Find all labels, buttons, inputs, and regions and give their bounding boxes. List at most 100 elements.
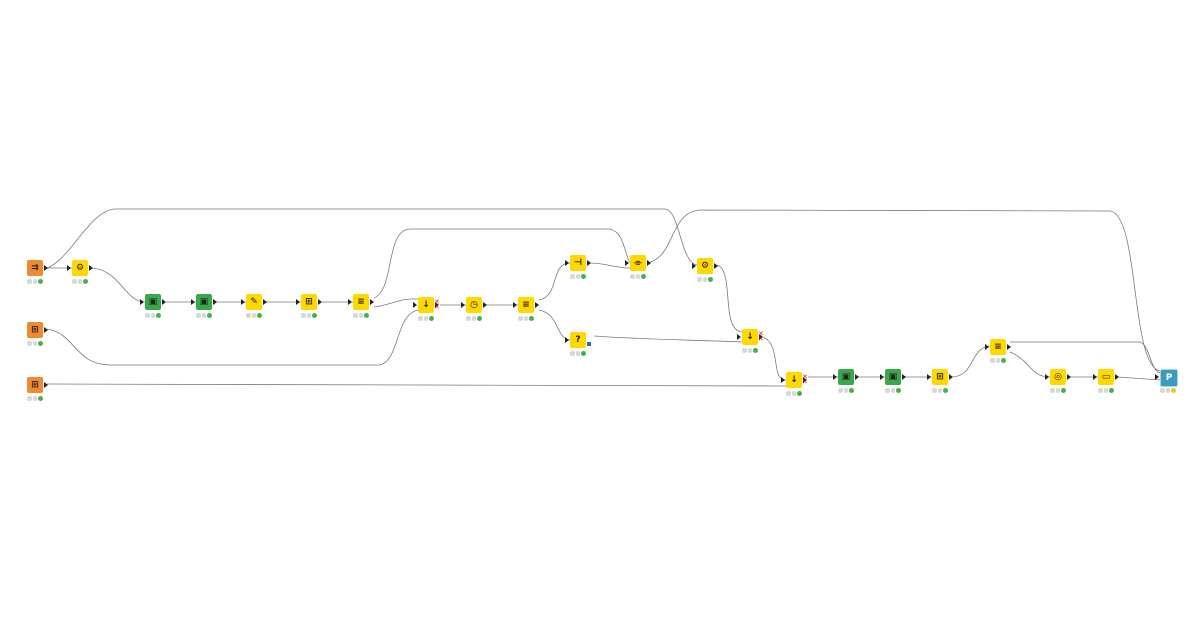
workflow-node[interactable]: ↓✕✕ [736, 329, 764, 367]
input-port[interactable] [833, 374, 837, 380]
input-port[interactable] [737, 334, 741, 340]
predictor-icon: ▣ [885, 369, 901, 385]
input-port[interactable] [348, 299, 352, 305]
output-port[interactable] [803, 377, 807, 383]
workflow-node[interactable]: ⊞ [926, 369, 954, 407]
input-port[interactable] [927, 374, 931, 380]
workflow-node[interactable]: ⊣ [564, 255, 592, 293]
status-light [937, 388, 942, 393]
workflow-node[interactable]: ▣ [139, 294, 167, 332]
workflow-node[interactable]: ✎ [240, 294, 268, 332]
row-filter-icon: ⌯ [630, 255, 646, 271]
timer-icon: ◷ [466, 297, 482, 313]
input-port[interactable] [1093, 374, 1097, 380]
node-status-traffic-light [1050, 388, 1066, 393]
input-port[interactable] [692, 263, 696, 269]
output-port[interactable] [1115, 374, 1119, 380]
flow-variable-port-icon[interactable] [587, 342, 591, 346]
output-port[interactable] [1067, 374, 1071, 380]
output-port[interactable] [902, 374, 906, 380]
workflow-node[interactable]: ▣ [832, 369, 860, 407]
workflow-node[interactable]: ≡ [347, 294, 375, 332]
input-port[interactable] [67, 265, 71, 271]
workflow-node[interactable]: ▣ [879, 369, 907, 407]
output-port[interactable] [370, 299, 374, 305]
input-port[interactable] [461, 302, 465, 308]
output-port[interactable] [483, 302, 487, 308]
output-port[interactable] [318, 299, 322, 305]
output-port[interactable] [587, 260, 591, 266]
wire [716, 264, 743, 333]
workflow-node[interactable]: ◎ [1044, 369, 1072, 407]
output-port[interactable] [89, 265, 93, 271]
node-icon-glyph: ▣ [148, 296, 158, 307]
input-port[interactable] [1045, 374, 1049, 380]
output-port[interactable] [535, 302, 539, 308]
node-icon-glyph: ▣ [199, 296, 209, 307]
status-light [1050, 388, 1055, 393]
output-port[interactable] [44, 265, 48, 271]
workflow-node[interactable]: ↓✕✕ [412, 297, 440, 335]
output-port[interactable] [759, 334, 763, 340]
status-light [797, 391, 802, 396]
output-port[interactable] [44, 327, 48, 333]
workflow-node[interactable]: ▭ [1092, 369, 1120, 407]
status-light [635, 274, 640, 279]
status-light [742, 348, 747, 353]
input-port[interactable] [985, 344, 989, 350]
output-port[interactable] [263, 299, 267, 305]
node-status-traffic-light [518, 316, 534, 321]
node-icon-glyph: ⚙ [700, 260, 710, 271]
output-port[interactable] [435, 302, 439, 308]
input-port[interactable] [191, 299, 195, 305]
csv-reader-icon: ⊞ [27, 377, 43, 393]
status-light [156, 313, 161, 318]
workflow-node[interactable]: ⚙ [66, 260, 94, 298]
column-splitter-icon: ⊞ [932, 369, 948, 385]
input-port[interactable] [880, 374, 884, 380]
workflow-node[interactable]: ⊞ [21, 377, 49, 415]
input-port[interactable] [1155, 374, 1159, 380]
input-port[interactable] [296, 299, 300, 305]
node-icon-glyph: ◎ [1054, 371, 1062, 382]
output-port[interactable] [855, 374, 859, 380]
workflow-node[interactable]: ↓✕✕ [780, 372, 808, 410]
node-icon-glyph: ↓ [790, 374, 798, 385]
workflow-node[interactable]: ⚙ [691, 258, 719, 296]
input-port[interactable] [413, 302, 417, 308]
output-port[interactable] [647, 260, 651, 266]
workflow-node[interactable]: ◷ [460, 297, 488, 335]
input-port[interactable] [513, 302, 517, 308]
workflow-node[interactable]: ⊞ [295, 294, 323, 332]
input-port[interactable] [565, 260, 569, 266]
input-port[interactable] [625, 260, 629, 266]
node-icon-glyph: ≡ [994, 341, 1002, 352]
workflow-node[interactable]: ≡ [984, 339, 1012, 377]
status-light [581, 274, 586, 279]
input-port[interactable] [565, 337, 569, 343]
workflow-node[interactable]: ⊞ [21, 322, 49, 360]
output-port[interactable] [213, 299, 217, 305]
wire [46, 383, 787, 387]
status-light [990, 358, 995, 363]
output-port[interactable] [949, 374, 953, 380]
output-port[interactable] [44, 382, 48, 388]
input-port[interactable] [140, 299, 144, 305]
status-light [890, 388, 895, 393]
output-port[interactable] [162, 299, 166, 305]
input-port[interactable] [241, 299, 245, 305]
workflow-node[interactable]: ⇉ [21, 260, 49, 298]
workflow-node[interactable]: ? [564, 332, 592, 370]
workflow-node[interactable]: ≡ [512, 297, 540, 335]
workflow-node[interactable]: ▣ [190, 294, 218, 332]
status-light [312, 313, 317, 318]
learner-icon: ▣ [838, 369, 854, 385]
workflow-node[interactable]: P [1154, 369, 1182, 407]
status-light [27, 341, 32, 346]
output-port[interactable] [714, 263, 718, 269]
output-port[interactable] [1007, 344, 1011, 350]
input-port[interactable] [781, 377, 785, 383]
workflow-node[interactable]: ⌯ [624, 255, 652, 293]
status-light [423, 316, 428, 321]
